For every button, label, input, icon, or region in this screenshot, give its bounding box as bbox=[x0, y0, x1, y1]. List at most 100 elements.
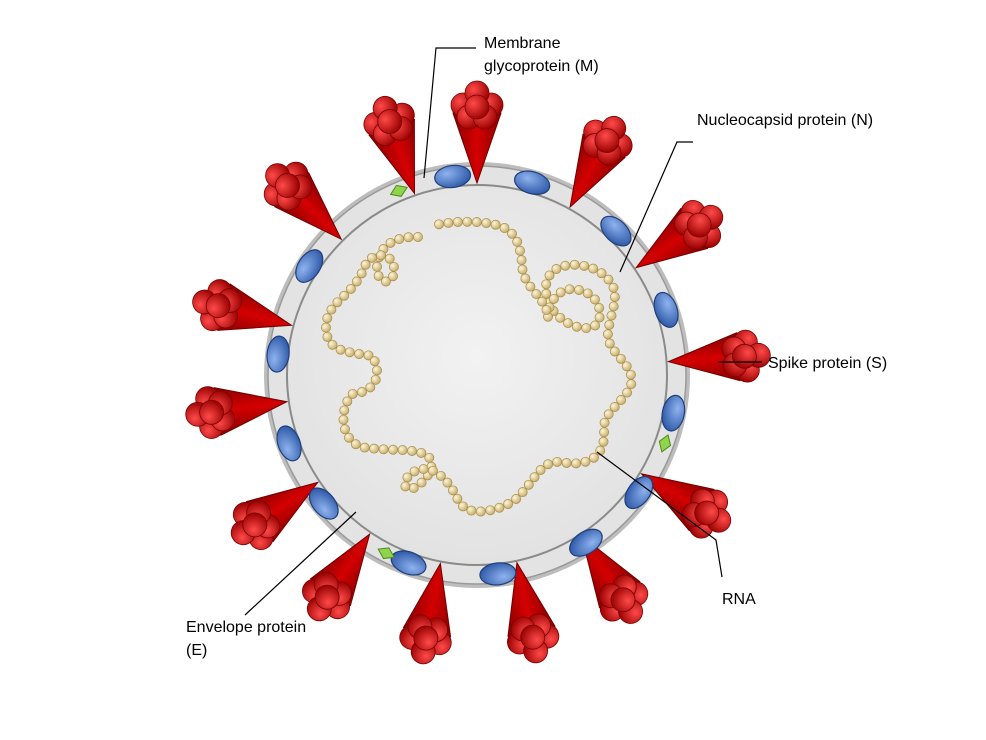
nucleocapsid-bead bbox=[552, 456, 563, 467]
nucleocapsid-bead bbox=[452, 493, 463, 504]
nucleocapsid-bead bbox=[626, 379, 637, 390]
nucleocapsid-bead bbox=[544, 270, 555, 281]
membrane-label-line2: glycoprotein (M) bbox=[484, 58, 599, 75]
nucleocapsid-bead bbox=[350, 439, 361, 450]
nucleocapsid-bead bbox=[416, 447, 427, 458]
nucleocapsid-bead bbox=[516, 255, 527, 266]
nucleocapsid-bead bbox=[608, 301, 619, 312]
nucleocapsid-bead bbox=[462, 216, 473, 227]
nucleocapsid-bead bbox=[332, 297, 343, 308]
nucleocapsid-label: Nucleocapsid protein (N) bbox=[697, 112, 873, 129]
nucleocapsid-bead bbox=[512, 236, 523, 247]
membrane-glycoprotein bbox=[308, 487, 339, 520]
nucleocapsid-bead bbox=[594, 303, 605, 313]
nucleocapsid-bead bbox=[388, 271, 398, 282]
nucleocapsid-bead bbox=[367, 252, 377, 263]
membrane-glycoprotein bbox=[600, 215, 632, 247]
nucleocapsid-bead bbox=[599, 417, 610, 428]
nucleocapsid-bead bbox=[543, 459, 554, 470]
membrane-glycoprotein bbox=[479, 562, 517, 586]
nucleocapsid-bead bbox=[354, 349, 365, 359]
nucleocapsid-bead bbox=[335, 344, 346, 355]
nucleocapsid-bead bbox=[525, 281, 536, 292]
nucleocapsid-bead bbox=[563, 318, 573, 329]
membrane-glycoprotein bbox=[266, 335, 290, 373]
envelope-label-line2: (E) bbox=[186, 642, 207, 659]
leader-lines bbox=[244, 47, 762, 616]
nucleocapsid-bead bbox=[344, 432, 354, 443]
envelope-protein bbox=[389, 184, 408, 197]
nucleocapsid-bead bbox=[616, 395, 627, 405]
membrane-leader bbox=[423, 47, 476, 179]
nucleocapsid-bead bbox=[490, 219, 501, 230]
nucleocapsid-bead bbox=[625, 369, 636, 380]
nucleocapsid-bead bbox=[424, 452, 435, 463]
nucleocapsid-bead bbox=[571, 458, 582, 469]
nucleocapsid-bead bbox=[590, 294, 600, 305]
envelope-leader bbox=[244, 511, 357, 616]
spike-proteins bbox=[185, 80, 771, 665]
nucleocapsid-bead bbox=[384, 253, 395, 264]
nucleocapsid-bead bbox=[548, 293, 559, 304]
envelope-protein bbox=[377, 547, 396, 560]
nucleocapsid-bead bbox=[535, 465, 546, 475]
nucleocapsid-bead bbox=[339, 290, 350, 301]
membrane-label-line1: Membrane bbox=[484, 35, 561, 52]
nucleocapsid-bead bbox=[378, 444, 389, 455]
nucleocapsid-bead bbox=[442, 477, 453, 488]
spike-protein bbox=[450, 80, 504, 185]
nucleocapsid-bead bbox=[564, 284, 575, 295]
nucleocapsid-bead bbox=[574, 285, 584, 295]
nucleocapsid-bead bbox=[555, 312, 566, 323]
membrane-glycoprotein bbox=[661, 394, 686, 432]
spike-protein bbox=[230, 481, 320, 550]
nucleocapsid-bead bbox=[435, 470, 446, 481]
nucleocapsid-bead bbox=[571, 321, 582, 332]
rna-nucleocapsid-strand bbox=[321, 216, 637, 517]
nucleocapsid-bead bbox=[363, 350, 374, 361]
membrane-glycoprotein bbox=[569, 528, 603, 557]
nucleocapsid-bead bbox=[427, 465, 438, 476]
rna-label: RNA bbox=[722, 591, 756, 608]
nucleocapsid-bead bbox=[448, 485, 458, 496]
nucleocapsid-bead bbox=[517, 487, 528, 498]
nucleocapsid-bead bbox=[604, 319, 615, 330]
nucleocapsid-bead bbox=[531, 289, 542, 300]
nucleocapsid-bead bbox=[580, 456, 591, 467]
spike-protein bbox=[302, 532, 371, 622]
nucleocapsid-bead bbox=[609, 346, 620, 357]
nucleocapsid-bead bbox=[327, 339, 338, 350]
spike-protein bbox=[569, 115, 633, 209]
nucleocapsid-bead bbox=[351, 276, 362, 287]
spike-protein bbox=[580, 534, 649, 624]
nucleocapsid-bead bbox=[342, 396, 353, 407]
nucleocapsid-bead bbox=[321, 322, 331, 333]
nucleocapsid-bead bbox=[588, 452, 599, 463]
nucleocapsid-bead bbox=[523, 479, 534, 490]
nucleocapsid-bead bbox=[416, 477, 427, 488]
nucleocapsid-bead bbox=[380, 276, 391, 287]
membrane-glycoprotein bbox=[276, 425, 302, 462]
nucleocapsid-bead bbox=[347, 388, 358, 399]
nucleocapsid-bead bbox=[369, 443, 380, 454]
nucleocapsid-bead bbox=[370, 374, 381, 385]
nucleocapsid-bead bbox=[541, 304, 552, 315]
nucleocapsid-bead bbox=[494, 502, 505, 513]
nucleocapsid-bead bbox=[388, 444, 399, 455]
nucleocapsid-bead bbox=[602, 329, 613, 340]
spike-protein bbox=[192, 279, 294, 332]
nucleocapsid-bead bbox=[407, 446, 417, 456]
nucleocapsid-bead bbox=[603, 409, 614, 420]
nucleocapsid-bead bbox=[418, 464, 429, 475]
nucleocapsid-bead bbox=[606, 310, 617, 321]
nucleocapsid-bead bbox=[385, 237, 396, 248]
nucleocapsid-bead bbox=[397, 445, 408, 456]
nucleocapsid-bead bbox=[561, 458, 572, 468]
nucleocapsid-bead bbox=[599, 427, 610, 438]
nucleocapsid-bead bbox=[373, 270, 384, 281]
nucleocapsid-bead bbox=[369, 356, 380, 367]
nucleocapsid-bead bbox=[608, 282, 619, 293]
nucleocapsid-bead bbox=[594, 312, 605, 323]
nucleocapsid-bead bbox=[402, 472, 413, 483]
nucleocapsid-bead bbox=[551, 264, 562, 274]
